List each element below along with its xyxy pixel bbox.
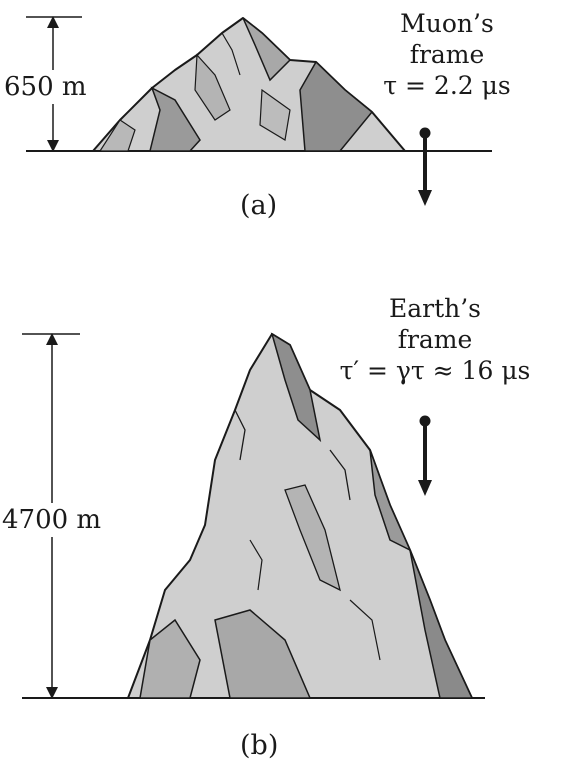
panel-a-drawing — [26, 15, 492, 206]
panel-b-drawing — [22, 332, 485, 699]
muon-arrow-icon — [418, 127, 432, 206]
frame-label-b: Earth’s frame τ′ = γτ ≈ 16 μs — [320, 293, 550, 386]
tall-mountain-illustration — [127, 332, 474, 699]
height-label-a: 650 m — [4, 70, 87, 104]
frame-label-b-line2: frame — [397, 325, 473, 354]
caption-a: (a) — [240, 190, 278, 221]
frame-label-b-line3: τ′ = γτ ≈ 16 μs — [339, 356, 531, 385]
frame-label-a-line1: Muon’s — [400, 9, 494, 38]
frame-label-b-line1: Earth’s — [388, 294, 482, 323]
height-label-b: 4700 m — [2, 503, 102, 537]
caption-b: (b) — [240, 730, 279, 761]
panel-a-muon-frame: 650 m Muon’s frame τ = 2.2 μs (a) — [0, 0, 561, 240]
frame-label-a-line3: τ = 2.2 μs — [383, 71, 511, 100]
frame-label-a: Muon’s frame τ = 2.2 μs — [362, 8, 532, 101]
panel-b-earth-frame: 4700 m Earth’s frame τ′ = γτ ≈ 16 μs (b) — [0, 290, 561, 774]
muon-arrow-icon — [418, 415, 432, 496]
frame-label-a-line2: frame — [409, 40, 485, 69]
mountain-illustration — [92, 17, 406, 152]
